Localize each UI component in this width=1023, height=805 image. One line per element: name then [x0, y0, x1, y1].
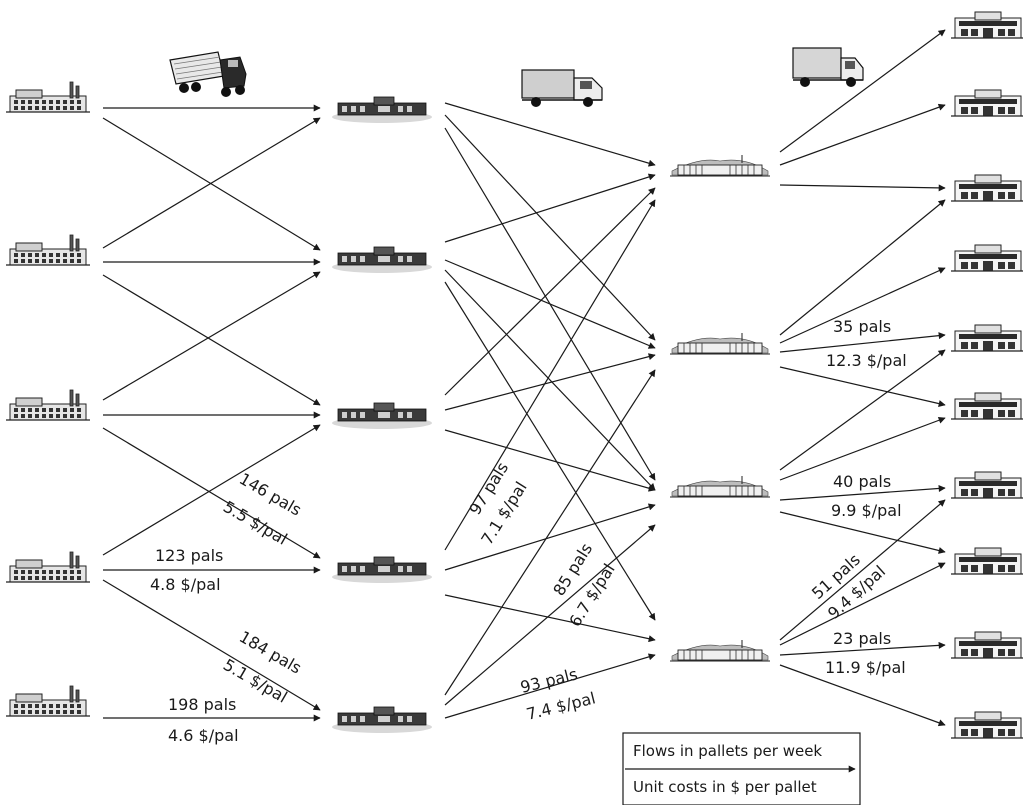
factory-icon: [6, 82, 90, 112]
factory-icon: [6, 552, 90, 582]
stores-column: [951, 12, 1023, 738]
arrow-w1-d1: [445, 103, 655, 165]
arrow-d2-s6: [780, 367, 945, 405]
delivery-van-icon: [793, 48, 863, 87]
store-icon: [951, 712, 1023, 738]
warehouses-column: [332, 97, 432, 733]
arrow-w2-d2: [445, 260, 655, 348]
factory-icon: [6, 686, 90, 716]
warehouse-icon: [332, 97, 432, 123]
store-icon: [951, 548, 1023, 574]
arrow-w2-d1: [445, 175, 655, 242]
flow-arrows: [103, 30, 945, 725]
store-icon: [951, 472, 1023, 498]
distribution-center-icon: [670, 333, 770, 354]
distribution-centers-column: [670, 155, 770, 661]
store-icon: [951, 393, 1023, 419]
flow-label-d3-s7: 40 pals: [833, 472, 891, 491]
cost-label-p4-w4: 4.8 $/pal: [150, 575, 221, 594]
warehouse-icon: [332, 247, 432, 273]
arrow-w2-d4: [445, 282, 655, 620]
cost-label-d2-s5: 12.3 $/pal: [826, 351, 907, 370]
warehouse-icon: [332, 557, 432, 583]
semi-truck-icon: [170, 52, 246, 97]
flow-label-p5-w5b: 198 pals: [168, 695, 236, 714]
plants-column: [6, 82, 90, 716]
legend-cost-text: Unit costs in $ per pallet: [633, 778, 817, 796]
warehouse-icon: [332, 707, 432, 733]
store-icon: [951, 632, 1023, 658]
arrow-d4-s7: [780, 500, 945, 640]
arrow-p3-w2: [103, 272, 320, 400]
flow-label-p4-w4: 123 pals: [155, 546, 223, 565]
store-icon: [951, 245, 1023, 271]
arrow-w3-d1: [445, 188, 655, 395]
arrow-w4-d4: [445, 595, 655, 640]
store-icon: [951, 12, 1023, 38]
legend: Flows in pallets per week Unit costs in …: [623, 733, 860, 805]
arrow-w3-d3: [445, 430, 655, 490]
cost-label-p5-w5b: 4.6 $/pal: [168, 726, 239, 745]
store-icon: [951, 325, 1023, 351]
flow-label-w5-d4: 93 pals: [518, 664, 579, 697]
store-icon: [951, 175, 1023, 201]
arrow-p2-w3: [103, 275, 320, 405]
box-truck-icon: [522, 70, 602, 107]
cost-label-d3-s7: 9.9 $/pal: [831, 501, 902, 520]
arrow-w1-d2: [445, 115, 655, 340]
store-icon: [951, 90, 1023, 116]
arrow-d2-s5: [780, 335, 945, 352]
distribution-center-icon: [670, 476, 770, 497]
distribution-center-icon: [670, 155, 770, 176]
arrow-d1-s2: [780, 105, 945, 165]
arrow-d1-s3: [780, 185, 945, 188]
flow-labels: 146 pals 5.5 $/pal 123 pals 4.8 $/pal 18…: [150, 317, 907, 745]
distribution-center-icon: [670, 640, 770, 661]
factory-icon: [6, 235, 90, 265]
warehouse-icon: [332, 403, 432, 429]
cost-label-d4-s9: 11.9 $/pal: [825, 658, 906, 677]
legend-flow-text: Flows in pallets per week: [633, 742, 822, 760]
arrow-w5-d2: [445, 370, 655, 695]
arrow-d2-s3: [780, 200, 945, 335]
factory-icon: [6, 390, 90, 420]
flow-label-d2-s5: 35 pals: [833, 317, 891, 336]
flow-label-d4-s9: 23 pals: [833, 629, 891, 648]
arrow-d3-s6: [780, 418, 945, 480]
